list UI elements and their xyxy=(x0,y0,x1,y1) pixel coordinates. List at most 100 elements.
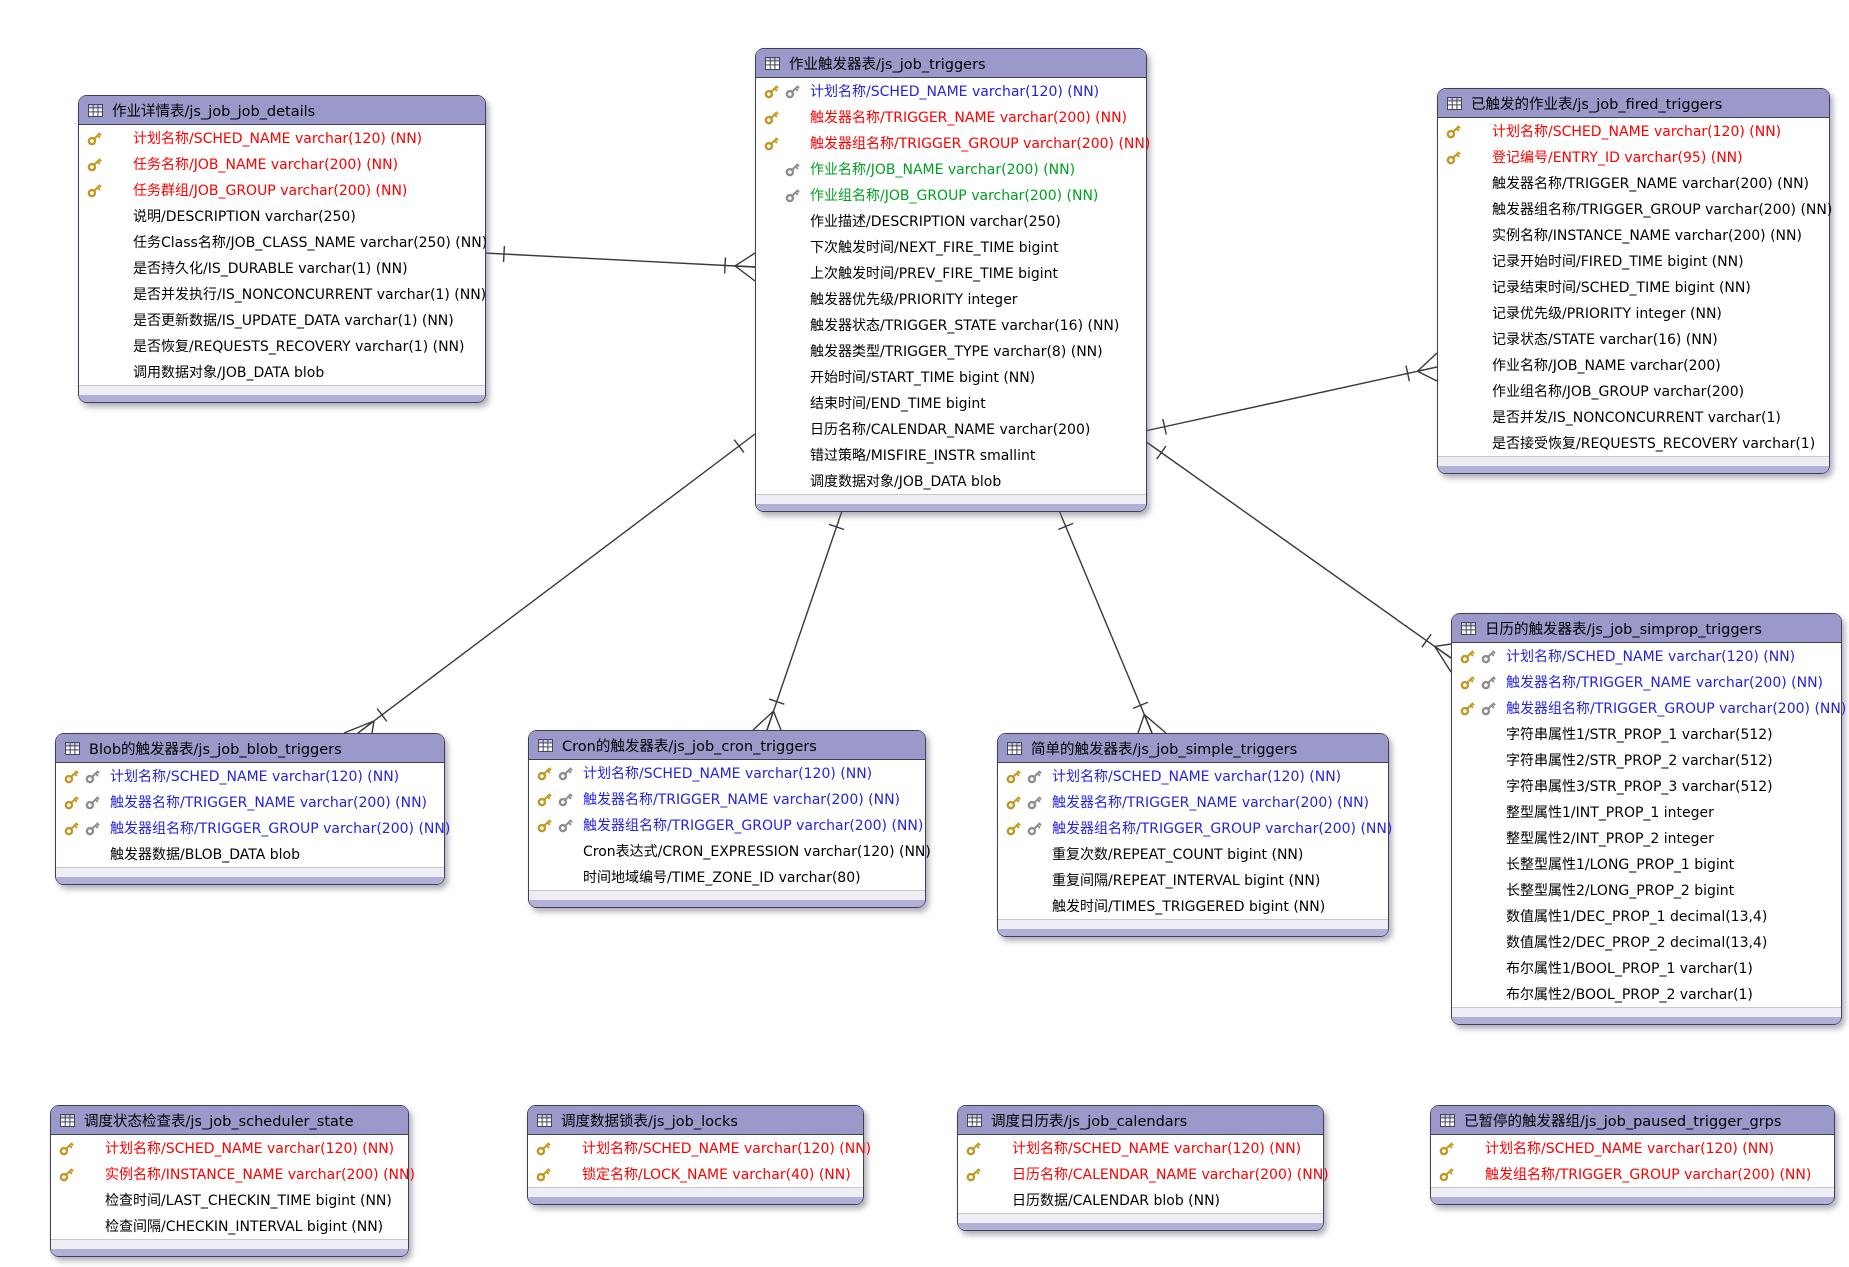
foreign-key-icon xyxy=(784,82,802,100)
field-row[interactable]: 调度数据对象/JOB_DATA blob xyxy=(756,468,1146,494)
field-row[interactable]: 调用数据对象/JOB_DATA blob xyxy=(79,359,485,385)
field-row[interactable]: 任务名称/JOB_NAME varchar(200) (NN) xyxy=(79,151,485,177)
field-row[interactable]: 计划名称/SCHED_NAME varchar(120) (NN) xyxy=(1438,118,1829,144)
field-row[interactable]: 计划名称/SCHED_NAME varchar(120) (NN) xyxy=(79,125,485,151)
field-row[interactable]: 是否恢复/REQUESTS_RECOVERY varchar(1) (NN) xyxy=(79,333,485,359)
field-row[interactable]: 整型属性1/INT_PROP_1 integer xyxy=(1452,799,1841,825)
foreign-key-icon xyxy=(1026,819,1044,837)
field-row[interactable]: 实例名称/INSTANCE_NAME varchar(200) (NN) xyxy=(1438,222,1829,248)
relation-triggers-to-simple[interactable] xyxy=(1057,507,1167,734)
relation-triggers-to-blob[interactable] xyxy=(343,433,756,734)
field-row[interactable]: 计划名称/SCHED_NAME varchar(120) (NN) xyxy=(958,1135,1323,1161)
field-row[interactable]: 触发器数据/BLOB_DATA blob xyxy=(56,841,444,867)
field-row[interactable]: 检查时间/LAST_CHECKIN_TIME bigint (NN) xyxy=(51,1187,408,1213)
field-row[interactable]: 触发时间/TIMES_TRIGGERED bigint (NN) xyxy=(998,893,1388,919)
field-row[interactable]: 触发器组名称/TRIGGER_GROUP varchar(200) (NN) xyxy=(529,812,925,838)
field-row[interactable]: 触发器组名称/TRIGGER_GROUP varchar(200) (NN) xyxy=(998,815,1392,841)
field-row[interactable]: 触发器状态/TRIGGER_STATE varchar(16) (NN) xyxy=(756,312,1146,338)
field-row[interactable]: 长整型属性2/LONG_PROP_2 bigint xyxy=(1452,877,1841,903)
field-row[interactable]: 字符串属性1/STR_PROP_1 varchar(512) xyxy=(1452,721,1841,747)
field-row[interactable]: 时间地域编号/TIME_ZONE_ID varchar(80) xyxy=(529,864,925,890)
field-row[interactable]: 是否持久化/IS_DURABLE varchar(1) (NN) xyxy=(79,255,485,281)
field-row[interactable]: 触发器名称/TRIGGER_NAME varchar(200) (NN) xyxy=(756,104,1146,130)
field-row[interactable]: 字符串属性3/STR_PROP_3 varchar(512) xyxy=(1452,773,1841,799)
field-row[interactable]: 是否并发执行/IS_NONCONCURRENT varchar(1) (NN) xyxy=(79,281,486,307)
field-row[interactable]: 日历名称/CALENDAR_NAME varchar(200) (NN) xyxy=(958,1161,1329,1187)
field-row[interactable]: 触发器组名称/TRIGGER_GROUP varchar(200) (NN) xyxy=(56,815,450,841)
field-row[interactable]: 重复间隔/REPEAT_INTERVAL bigint (NN) xyxy=(998,867,1388,893)
field-row[interactable]: 下次触发时间/NEXT_FIRE_TIME bigint xyxy=(756,234,1146,260)
field-row[interactable]: 计划名称/SCHED_NAME varchar(120) (NN) xyxy=(528,1135,871,1161)
field-row[interactable]: 触发组名称/TRIGGER_GROUP varchar(200) (NN) xyxy=(1431,1161,1834,1187)
field-row[interactable]: 是否并发/IS_NONCONCURRENT varchar(1) xyxy=(1438,404,1829,430)
field-row[interactable]: 作业组名称/JOB_GROUP varchar(200) (NN) xyxy=(756,182,1146,208)
field-row[interactable]: 数值属性2/DEC_PROP_2 decimal(13,4) xyxy=(1452,929,1841,955)
relation-triggers-to-cron[interactable] xyxy=(752,507,845,731)
field-row[interactable]: 触发器优先级/PRIORITY integer xyxy=(756,286,1146,312)
table-footer-bar xyxy=(958,1223,1323,1230)
field-row[interactable]: 长整型属性1/LONG_PROP_1 bigint xyxy=(1452,851,1841,877)
field-row[interactable]: 触发器组名称/TRIGGER_GROUP varchar(200) (NN) xyxy=(1452,695,1846,721)
field-row[interactable]: 作业名称/JOB_NAME varchar(200) (NN) xyxy=(756,156,1146,182)
field-row[interactable]: 锁定名称/LOCK_NAME varchar(40) (NN) xyxy=(528,1161,863,1187)
field-row[interactable]: 上次触发时间/PREV_FIRE_TIME bigint xyxy=(756,260,1146,286)
relation-triggers-to-fired[interactable] xyxy=(1144,352,1438,435)
field-row[interactable]: 计划名称/SCHED_NAME varchar(120) (NN) xyxy=(998,763,1388,789)
field-row[interactable]: 触发器名称/TRIGGER_NAME varchar(200) (NN) xyxy=(1452,669,1841,695)
field-row[interactable]: 作业组名称/JOB_GROUP varchar(200) xyxy=(1438,378,1829,404)
field-row[interactable]: 任务群组/JOB_GROUP varchar(200) (NN) xyxy=(79,177,485,203)
field-row[interactable]: 数值属性1/DEC_PROP_1 decimal(13,4) xyxy=(1452,903,1841,929)
field-row[interactable]: 检查间隔/CHECKIN_INTERVAL bigint (NN) xyxy=(51,1213,408,1239)
field-row[interactable]: 记录优先级/PRIORITY integer (NN) xyxy=(1438,300,1829,326)
field-row[interactable]: 是否接受恢复/REQUESTS_RECOVERY varchar(1) xyxy=(1438,430,1829,456)
field-row[interactable]: 触发器名称/TRIGGER_NAME varchar(200) (NN) xyxy=(998,789,1388,815)
relation-triggers-to-simprop[interactable] xyxy=(1144,440,1452,673)
field-row[interactable]: 重复次数/REPEAT_COUNT bigint (NN) xyxy=(998,841,1388,867)
field-row[interactable]: 记录状态/STATE varchar(16) (NN) xyxy=(1438,326,1829,352)
field-row[interactable]: 实例名称/INSTANCE_NAME varchar(200) (NN) xyxy=(51,1161,415,1187)
field-row[interactable]: 登记编号/ENTRY_ID varchar(95) (NN) xyxy=(1438,144,1829,170)
field-row[interactable]: 布尔属性1/BOOL_PROP_1 varchar(1) xyxy=(1452,955,1841,981)
field-row[interactable]: 计划名称/SCHED_NAME varchar(120) (NN) xyxy=(1431,1135,1834,1161)
field-row[interactable]: 作业描述/DESCRIPTION varchar(250) xyxy=(756,208,1146,234)
field-row[interactable]: 任务Class名称/JOB_CLASS_NAME varchar(250) (N… xyxy=(79,229,487,255)
field-row[interactable]: 错过策略/MISFIRE_INSTR smallint xyxy=(756,442,1146,468)
field-row[interactable]: 布尔属性2/BOOL_PROP_2 varchar(1) xyxy=(1452,981,1841,1007)
field-row[interactable]: 触发器名称/TRIGGER_NAME varchar(200) (NN) xyxy=(1438,170,1829,196)
field-row[interactable]: 说明/DESCRIPTION varchar(250) xyxy=(79,203,485,229)
field-row[interactable]: 作业名称/JOB_NAME varchar(200) xyxy=(1438,352,1829,378)
field-row[interactable]: 触发器类型/TRIGGER_TYPE varchar(8) (NN) xyxy=(756,338,1146,364)
field-row[interactable]: 计划名称/SCHED_NAME varchar(120) (NN) xyxy=(1452,643,1841,669)
field-row[interactable]: 整型属性2/INT_PROP_2 integer xyxy=(1452,825,1841,851)
field-row[interactable]: 触发器组名称/TRIGGER_GROUP varchar(200) (NN) xyxy=(756,130,1150,156)
field-row[interactable]: 计划名称/SCHED_NAME varchar(120) (NN) xyxy=(51,1135,408,1161)
field-row[interactable]: 日历名称/CALENDAR_NAME varchar(200) xyxy=(756,416,1146,442)
field-row[interactable]: 记录开始时间/FIRED_TIME bigint (NN) xyxy=(1438,248,1829,274)
field-row[interactable]: 结束时间/END_TIME bigint xyxy=(756,390,1146,416)
field-row[interactable]: 字符串属性2/STR_PROP_2 varchar(512) xyxy=(1452,747,1841,773)
field-row[interactable]: 开始时间/START_TIME bigint (NN) xyxy=(756,364,1146,390)
field-row[interactable]: 触发器名称/TRIGGER_NAME varchar(200) (NN) xyxy=(529,786,925,812)
field-row[interactable]: 计划名称/SCHED_NAME varchar(120) (NN) xyxy=(529,760,925,786)
field-row[interactable]: 计划名称/SCHED_NAME varchar(120) (NN) xyxy=(756,78,1146,104)
field-row[interactable]: 触发器组名称/TRIGGER_GROUP varchar(200) (NN) xyxy=(1438,196,1832,222)
field-row[interactable]: 日历数据/CALENDAR blob (NN) xyxy=(958,1187,1323,1213)
field-row[interactable]: 是否更新数据/IS_UPDATE_DATA varchar(1) (NN) xyxy=(79,307,485,333)
field-row[interactable]: Cron表达式/CRON_EXPRESSION varchar(120) (NN… xyxy=(529,838,931,864)
field-row[interactable]: 触发器名称/TRIGGER_NAME varchar(200) (NN) xyxy=(56,789,444,815)
relation-job-details-to-triggers[interactable] xyxy=(483,246,756,282)
foreign-key-icon xyxy=(1480,647,1498,665)
field-row[interactable]: 记录结束时间/SCHED_TIME bigint (NN) xyxy=(1438,274,1829,300)
field-row[interactable]: 计划名称/SCHED_NAME varchar(120) (NN) xyxy=(56,763,444,789)
